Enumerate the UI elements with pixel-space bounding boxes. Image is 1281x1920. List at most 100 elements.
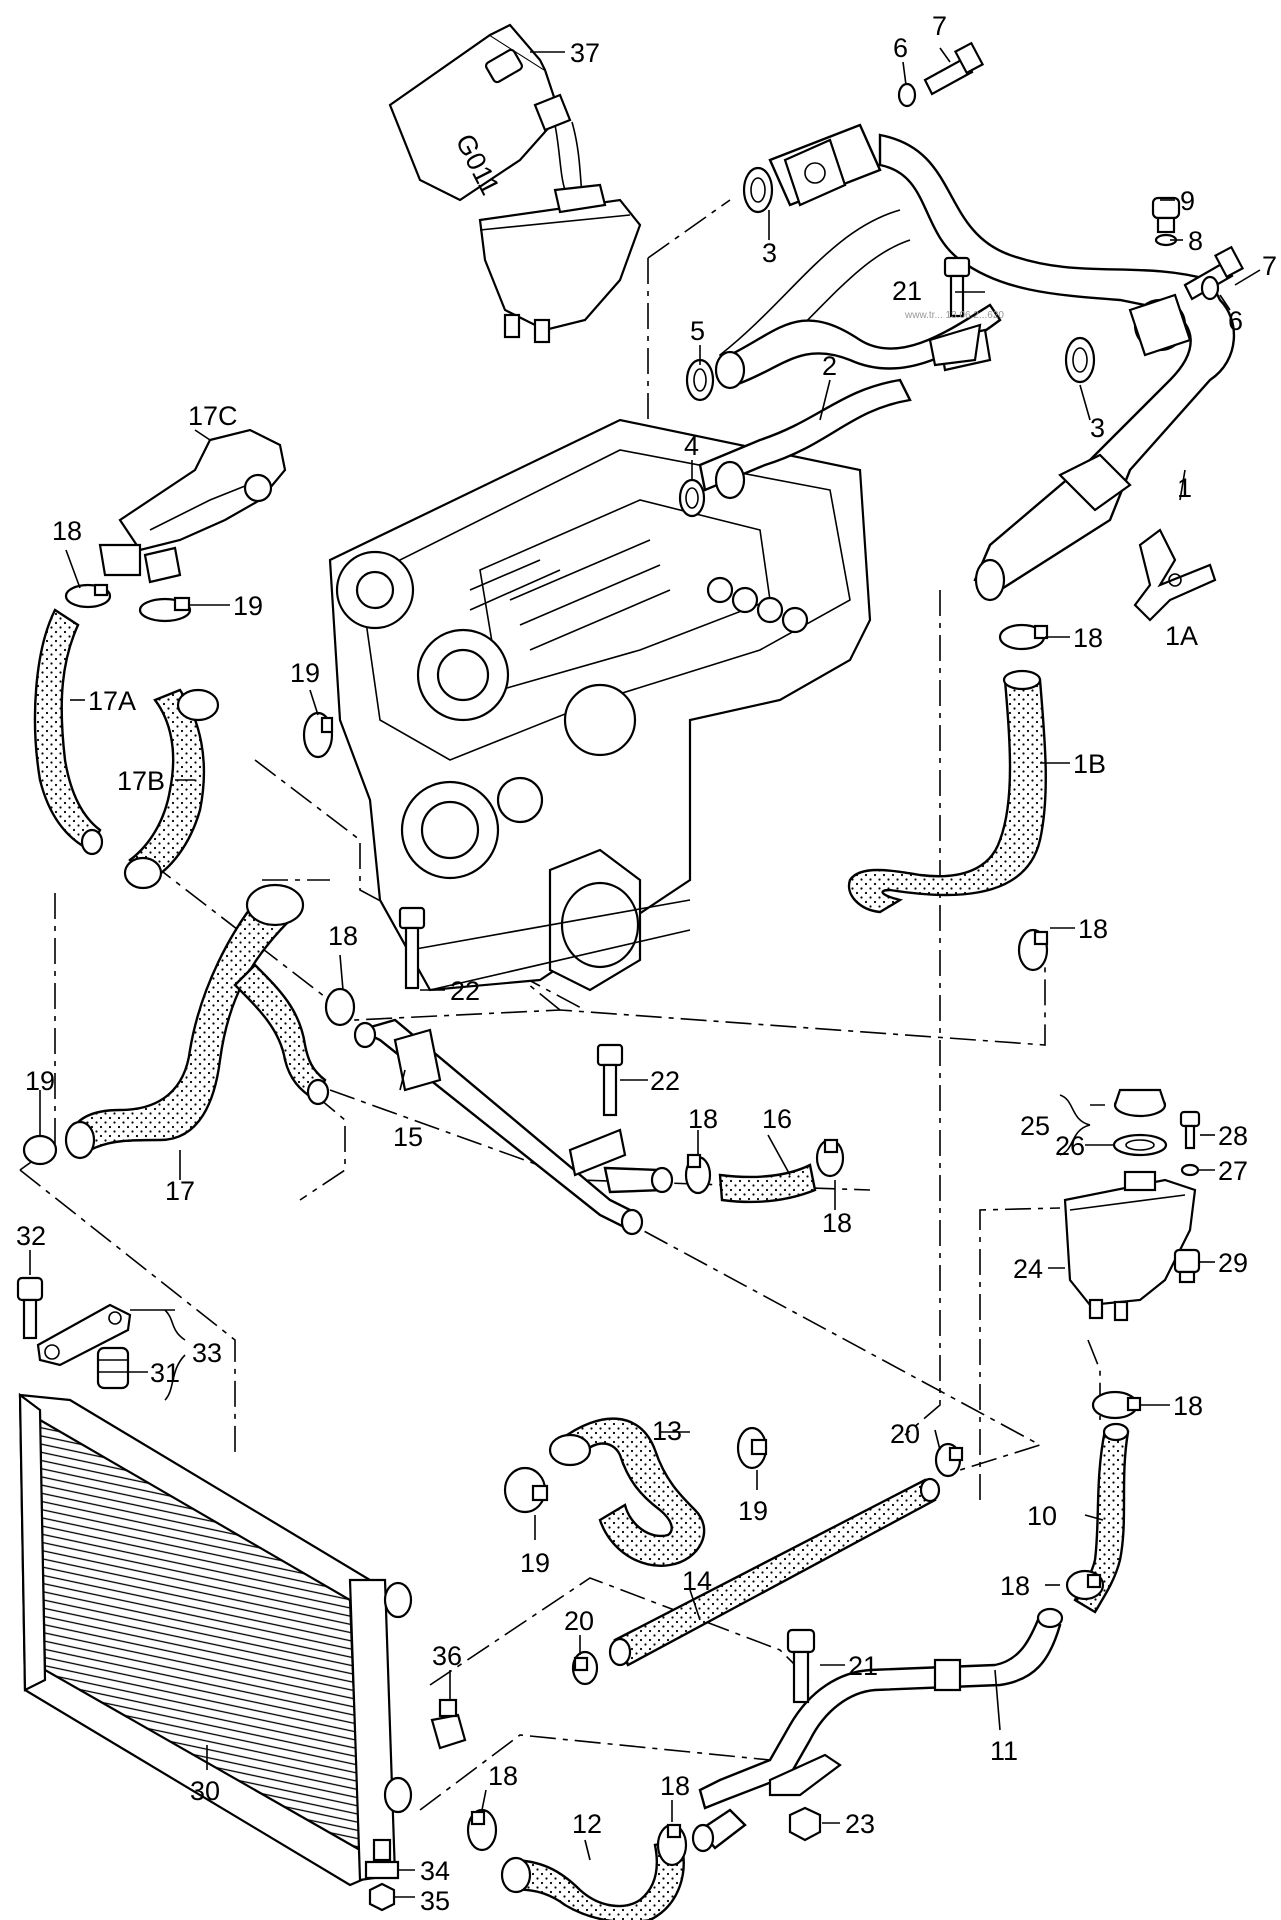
callout-3b: 3: [1090, 413, 1105, 443]
callout-17B: 17B: [117, 766, 165, 796]
callout-13: 13: [652, 1416, 682, 1446]
callout-37: 37: [570, 38, 600, 68]
engine-block: [328, 418, 872, 992]
callout-18h: 18: [1000, 1571, 1030, 1601]
hose-fitting-lower: [691, 1808, 747, 1853]
hose-10: [1073, 1422, 1130, 1614]
seal-5: [685, 358, 715, 402]
sensor-9: [1151, 196, 1181, 234]
clamp-19d: [503, 1466, 549, 1514]
callout-34: 34: [420, 1856, 450, 1886]
callout-1: 1: [1177, 473, 1192, 503]
callout-25: 25: [1020, 1111, 1050, 1141]
flange-3b: [1064, 336, 1096, 384]
callout-35: 35: [420, 1886, 450, 1916]
callout-5: 5: [690, 316, 705, 346]
callout-7b: 7: [1262, 251, 1277, 281]
clamp-18e: [684, 1153, 712, 1195]
pipe-11: [698, 1607, 1064, 1810]
seal-26: [1112, 1133, 1168, 1157]
callout-36: 36: [432, 1641, 462, 1671]
hose-16: [718, 1163, 817, 1204]
callout-21a: 21: [892, 276, 922, 306]
clamp-19c: [22, 1134, 58, 1166]
callout-20a: 20: [890, 1419, 920, 1449]
bolt-22a: [398, 906, 426, 990]
thermostat-housing-17c: [98, 428, 287, 584]
callout-3a: 3: [762, 238, 777, 268]
flange-3a: [742, 166, 774, 214]
flange-plate: [783, 138, 1192, 357]
callout-20b: 20: [564, 1606, 594, 1636]
clamp-18j: [656, 1823, 688, 1867]
bolt-21b: [786, 1628, 816, 1704]
clamp-18a: [64, 583, 112, 609]
pipe-15: [353, 1018, 674, 1236]
bracket-33: [36, 1303, 132, 1367]
callout-22b: 22: [650, 1066, 680, 1096]
bolt-34: [364, 1838, 400, 1880]
callout-17C: 17C: [188, 401, 238, 431]
leader-lines: [29, 47, 1261, 1898]
callout-12: 12: [572, 1809, 602, 1839]
callout-18i: 18: [488, 1761, 518, 1791]
bracket-1a: [1133, 528, 1217, 622]
hose-14: [608, 1477, 941, 1667]
callout-7a: 7: [932, 11, 947, 41]
bolt-28: [1179, 1110, 1201, 1150]
callout-22a: 22: [450, 976, 480, 1006]
hose-17: [64, 883, 330, 1160]
cap-25: [1113, 1088, 1167, 1118]
callout-18f: 18: [822, 1208, 852, 1238]
callout-33: 33: [192, 1338, 222, 1368]
clamp-18d: [1017, 928, 1049, 972]
washer-6b: [1200, 275, 1220, 301]
clamp-20b: [571, 1650, 599, 1686]
callout-6b: 6: [1228, 306, 1243, 336]
callout-18c: 18: [1078, 914, 1108, 944]
callout-32: 32: [16, 1221, 46, 1251]
seal-4: [678, 478, 706, 518]
bolt-7a: [923, 41, 985, 96]
callout-19e: 19: [520, 1548, 550, 1578]
callout-8: 8: [1188, 226, 1203, 256]
clamp-20a: [934, 1442, 964, 1478]
callout-31: 31: [150, 1358, 180, 1388]
callout-18e: 18: [688, 1104, 718, 1134]
hose-1b: [847, 669, 1047, 914]
radiator-30: [18, 1392, 413, 1887]
callout-6a: 6: [893, 33, 908, 63]
callout-4: 4: [684, 431, 699, 461]
callout-19c: 19: [25, 1066, 55, 1096]
callout-19b: 19: [290, 658, 320, 688]
callout-18g: 18: [1173, 1391, 1203, 1421]
clamp-19a: [138, 596, 192, 623]
callout-18a: 18: [52, 516, 82, 546]
callout-24: 24: [1013, 1254, 1043, 1284]
nut-35: [368, 1882, 396, 1912]
callout-2: 2: [822, 351, 837, 381]
callout-labels: 37 6 7 3 9 8 7 6 21 5 2 3 4 1 17C 18 19 …: [16, 11, 1277, 1916]
callout-19d: 19: [738, 1496, 768, 1526]
clamp-19b: [302, 711, 334, 759]
callout-10: 10: [1027, 1501, 1057, 1531]
callout-9: 9: [1180, 186, 1195, 216]
callout-26: 26: [1055, 1131, 1085, 1161]
washer-6a: [897, 82, 917, 108]
mount-31: [96, 1346, 130, 1390]
callout-29: 29: [1218, 1248, 1248, 1278]
callout-30: 30: [190, 1776, 220, 1806]
callout-15: 15: [393, 1122, 423, 1152]
bolt-32: [16, 1276, 44, 1340]
callout-18d: 18: [328, 921, 358, 951]
nut-23: [788, 1806, 822, 1842]
clamp-18b: [998, 623, 1049, 651]
bracket-36: [430, 1698, 467, 1750]
callout-18b: 18: [1073, 623, 1103, 653]
watermark: www.tr... 13.06.2...620: [904, 310, 1004, 321]
callout-21b: 21: [848, 1651, 878, 1681]
clamp-19e: [736, 1426, 768, 1470]
callout-28: 28: [1218, 1121, 1248, 1151]
clamp-18c: [324, 987, 356, 1027]
